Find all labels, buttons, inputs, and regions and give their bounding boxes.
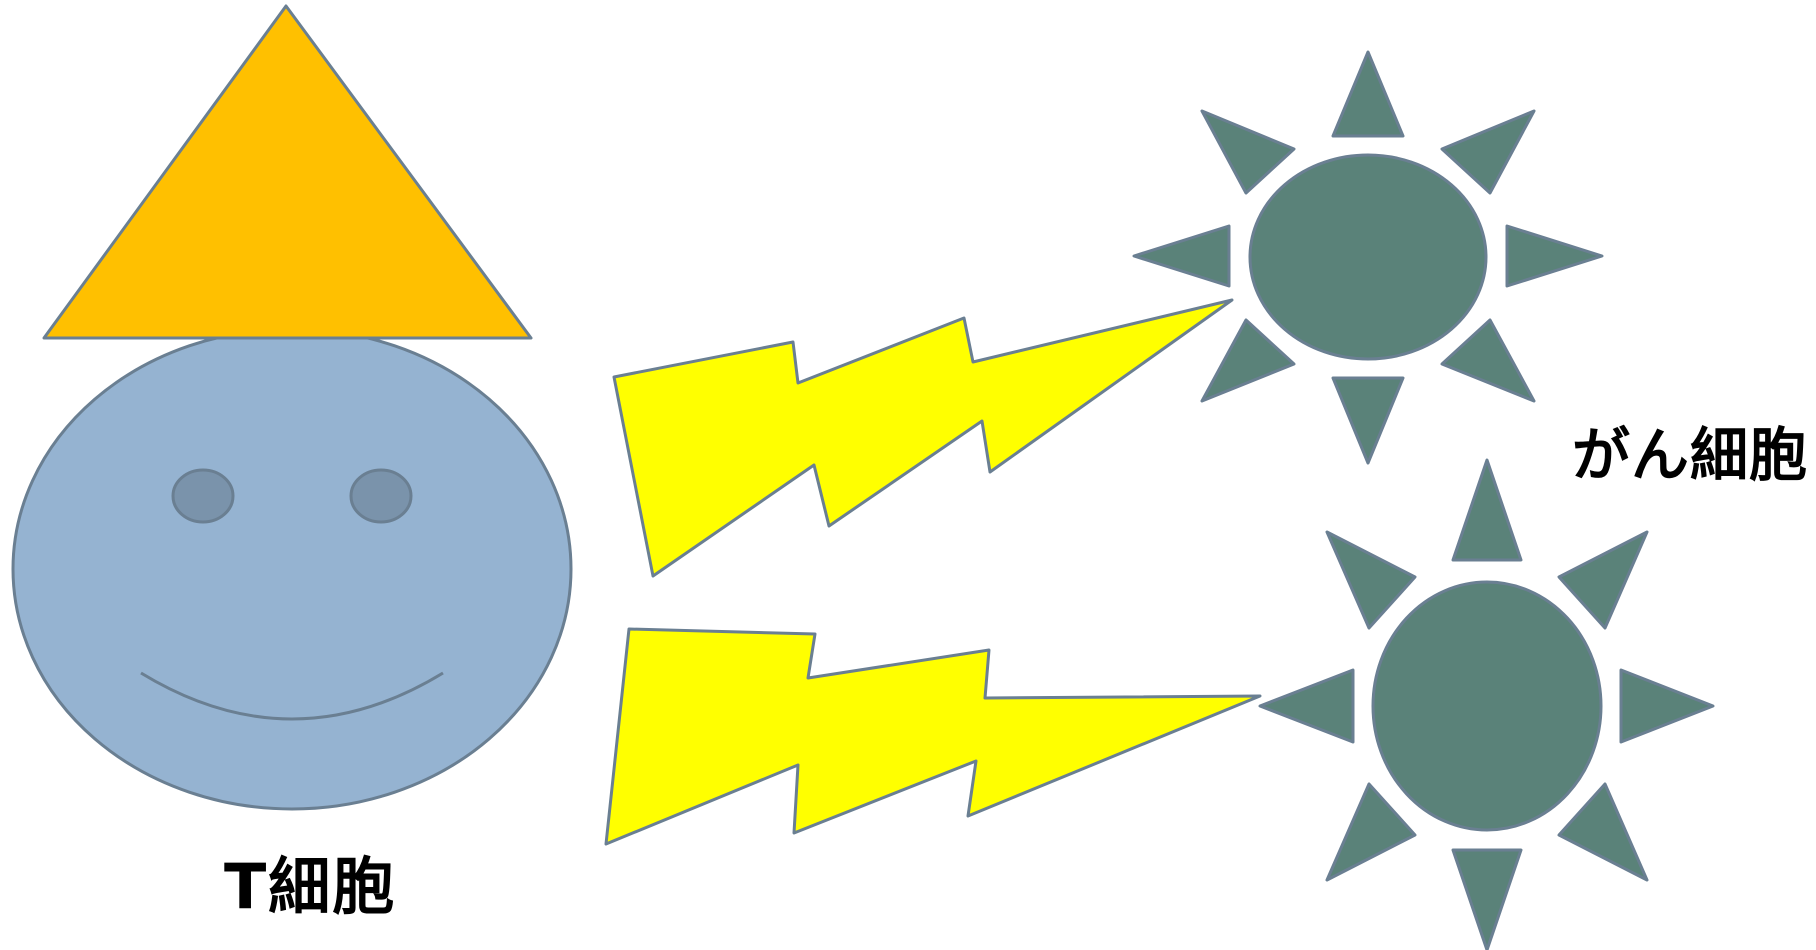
- sun-ray: [1442, 111, 1534, 193]
- sun-ray: [1507, 226, 1602, 286]
- sun-ray: [1559, 532, 1647, 628]
- cancer-cell-upper-core: [1250, 155, 1486, 359]
- sun-ray: [1621, 670, 1713, 742]
- cancer-cell-lower-sun-icon: [1260, 460, 1713, 950]
- sun-ray: [1327, 784, 1415, 880]
- hat-triangle-icon: [44, 6, 531, 338]
- sun-ray: [1333, 52, 1403, 136]
- cancer-cell-upper-sun-icon: [1134, 52, 1602, 463]
- sun-ray: [1453, 850, 1521, 950]
- t-cell-label: T細胞: [224, 856, 396, 918]
- t-cell-face-icon: [13, 329, 571, 809]
- t-cell-right-eye: [351, 470, 411, 522]
- cancer-cell-lower-core: [1373, 582, 1601, 830]
- t-cell-body: [13, 329, 571, 809]
- t-cell-left-eye: [173, 470, 233, 522]
- cancer-cell-label: がん細胞: [1572, 426, 1808, 484]
- sun-ray: [1260, 670, 1353, 742]
- sun-ray: [1327, 532, 1415, 628]
- sun-ray: [1442, 320, 1534, 401]
- sun-ray: [1202, 111, 1294, 193]
- sun-ray: [1202, 320, 1294, 401]
- sun-ray: [1559, 784, 1647, 880]
- lightning-bolt-lower-icon: [606, 629, 1260, 844]
- sun-ray: [1453, 460, 1521, 560]
- lightning-bolt-upper-icon: [614, 300, 1232, 576]
- sun-ray: [1333, 378, 1403, 463]
- sun-ray: [1134, 226, 1229, 286]
